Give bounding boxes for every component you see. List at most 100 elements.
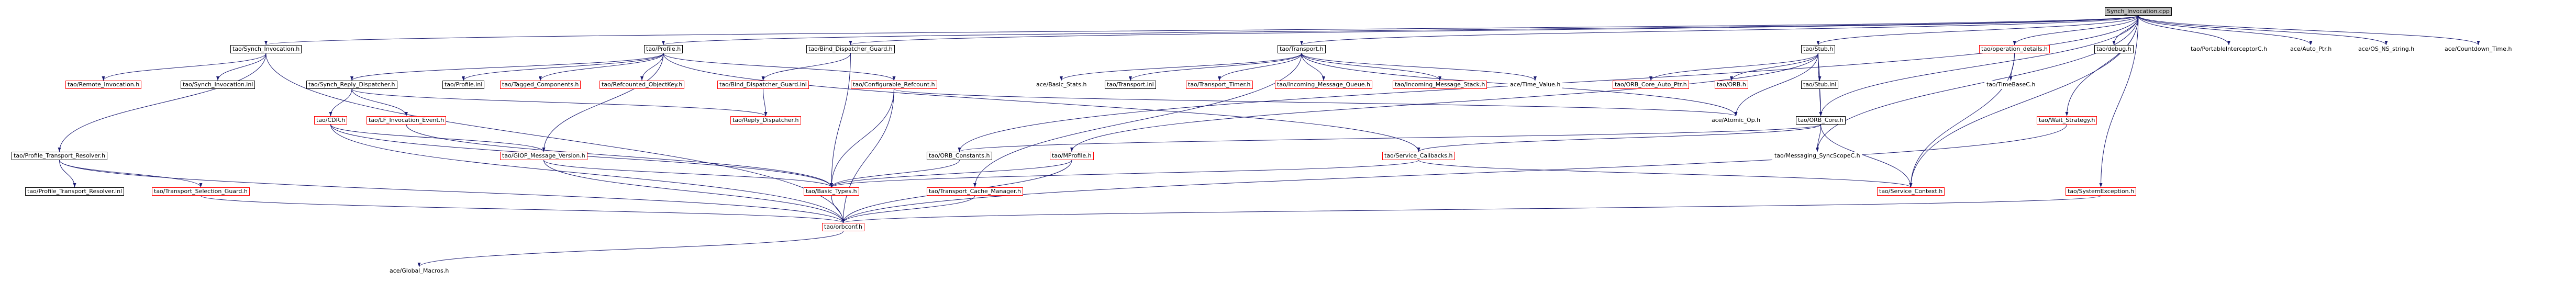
edge-n39-n44	[830, 160, 1072, 188]
node-cdr-h[interactable]: tao/CDR.h	[314, 116, 348, 125]
edge-n34-n40	[1417, 124, 1821, 152]
node-orb-core-h[interactable]: tao/ORB_Core.h	[1796, 116, 1846, 125]
node-transport-timer-h[interactable]: tao/Transport_Timer.h	[1186, 81, 1253, 89]
node-transport-cache-manager-h[interactable]: tao/Transport_Cache_Manager.h	[927, 187, 1023, 196]
edge-n1-n13	[216, 53, 267, 81]
edge-n36-n42	[59, 160, 76, 188]
edge-n14-n32	[351, 88, 768, 117]
node-bind-dispatcher-guard-h[interactable]: tao/Bind_Dispatcher_Guard.h	[806, 45, 895, 53]
node-os-ns-string-h[interactable]: ace/OS_NS_string.h	[2356, 45, 2417, 53]
node-transport-selection-guard-h[interactable]: tao/Transport_Selection_Guard.h	[152, 187, 250, 196]
edge-n37-n44	[543, 160, 833, 188]
node-basic-stats-h[interactable]: ace/Basic_Stats.h	[1034, 81, 1089, 89]
node-stub-h[interactable]: tao/Stub.h	[1801, 45, 1836, 53]
edge-n5-n26	[1649, 53, 1818, 81]
node-synch-invocation-cpp[interactable]: Synch_Invocation.cpp	[2105, 7, 2172, 16]
node-incoming-message-stack-h[interactable]: tao/Incoming_Message_Stack.h	[1393, 81, 1487, 89]
node-orb-h[interactable]: tao/ORB.h	[1715, 81, 1748, 89]
node-synch-invocation-inl[interactable]: tao/Synch_Invocation.inl	[181, 81, 256, 89]
edge-n3-n19	[761, 53, 851, 81]
edge-n1-n36	[58, 53, 267, 152]
edge-n0-n11	[2138, 15, 2480, 46]
edge-n0-n46	[1909, 15, 2139, 188]
edge-n2-n14	[350, 53, 664, 81]
edge-n4-n20	[1060, 53, 1302, 81]
edge-n18-n33	[894, 88, 1738, 117]
node-systemexception-h[interactable]: tao/SystemException.h	[2066, 187, 2137, 196]
node-configurable-refcount-h[interactable]: tao/Configurable_Refcount.h	[851, 81, 937, 89]
edge-n0-n9	[2138, 15, 2313, 46]
node-operation-details-h[interactable]: tao/operation_details.h	[1979, 45, 2050, 53]
edge-n0-n8	[2138, 15, 2230, 46]
node-profile-transport-resolver-h[interactable]: tao/Profile_Transport_Resolver.h	[12, 152, 108, 160]
edge-n3-n44	[830, 53, 851, 188]
edge-n34-n38	[958, 124, 1821, 152]
node-time-value-h[interactable]: ace/Time_Value.h	[1508, 81, 1563, 89]
node-orbconf-h[interactable]: tao/orbconf.h	[822, 223, 865, 231]
node-bind-dispatcher-guard-inl[interactable]: tao/Bind_Dispatcher_Guard.inl	[717, 81, 809, 89]
edge-n45-n48	[841, 195, 975, 223]
edge-n36-n43	[59, 160, 203, 188]
node-synch-reply-dispatcher-h[interactable]: tao/Synch_Reply_Dispatcher.h	[306, 81, 397, 89]
node-orb-constants-h[interactable]: tao/ORB_Constants.h	[927, 152, 992, 160]
node-stub-inl[interactable]: tao/Stub.inl	[1801, 81, 1839, 89]
edge-n2-n17	[640, 53, 664, 81]
edge-n0-n47	[2099, 15, 2139, 188]
edge-n35-n48	[841, 124, 2067, 223]
edge-n2-n18	[663, 53, 896, 81]
node-profile-h[interactable]: tao/Profile.h	[644, 45, 683, 53]
edge-n4-n21	[1129, 53, 1302, 81]
edge-n34-n41	[1816, 124, 1821, 152]
edge-n2-n40	[663, 53, 1420, 152]
edge-n43-n48	[201, 195, 845, 223]
edge-n5-n33	[1734, 53, 1818, 117]
node-refcounted-objectkey-h[interactable]: tao/Refcounted_ObjectKey.h	[599, 81, 685, 89]
edge-n0-n3	[849, 15, 2139, 46]
node-profile-inl[interactable]: tao/Profile.inl	[442, 81, 485, 89]
node-incoming-message-queue-h[interactable]: tao/Incoming_Message_Queue.h	[1275, 81, 1373, 89]
edge-n19-n32	[763, 88, 768, 117]
node-messaging-syncscopec-h[interactable]: tao/Messaging_SyncScopeC.h	[1772, 152, 1862, 160]
edge-n1-n12	[102, 53, 267, 81]
node-reply-dispatcher-h[interactable]: tao/Reply_Dispatcher.h	[730, 116, 801, 125]
edge-n0-n5	[1816, 15, 2139, 46]
node-atomic-op-h[interactable]: ace/Atomic_Op.h	[1709, 116, 1763, 125]
edge-n0-n1	[265, 15, 2139, 46]
node-debug-h[interactable]: tao/debug.h	[2094, 45, 2134, 53]
node-orb-core-auto-ptr-h[interactable]: tao/ORB_Core_Auto_Ptr.h	[1613, 81, 1689, 89]
node-wait-strategy-h[interactable]: tao/Wait_Strategy.h	[2037, 116, 2097, 125]
edge-n34-n46	[1820, 124, 1913, 188]
node-global-macros-h[interactable]: ace/Global_Macros.h	[387, 267, 451, 275]
edge-n14-n30	[329, 88, 352, 117]
edge-n4-n23	[1301, 53, 1325, 81]
node-mprofile-h[interactable]: tao/MProfile.h	[1050, 152, 1094, 160]
node-tagged-components-h[interactable]: tao/Tagged_Components.h	[500, 81, 581, 89]
edge-n2-n15	[462, 53, 664, 81]
edge-n0-n4	[1300, 15, 2139, 46]
edge-n31-n44	[406, 124, 833, 188]
node-synch-invocation-h[interactable]: tao/Synch_Invocation.h	[230, 45, 302, 53]
edge-n4-n22	[1218, 53, 1302, 81]
edge-n0-n2	[662, 15, 2139, 46]
node-transport-h[interactable]: tao/Transport.h	[1278, 45, 1326, 53]
node-giop-message-version-h[interactable]: tao/GIOP_Message_Version.h	[500, 152, 587, 160]
edge-n2-n16	[539, 53, 664, 81]
node-transport-inl[interactable]: tao/Transport.inl	[1105, 81, 1156, 89]
edge-n47-n48	[842, 195, 2101, 223]
node-lf-invocation-event-h[interactable]: tao/LF_Invocation_Event.h	[367, 116, 447, 125]
edge-n18-n48	[841, 88, 894, 223]
node-profile-transport-resolver-inl[interactable]: tao/Profile_Transport_Resolver.inl	[25, 187, 125, 196]
edge-n0-n10	[2138, 15, 2388, 46]
node-service-callbacks-h[interactable]: tao/Service_Callbacks.h	[1382, 152, 1455, 160]
node-basic-types-h[interactable]: tao/Basic_Types.h	[804, 187, 859, 196]
edge-n4-n45	[973, 53, 1302, 188]
node-auto-ptr-h[interactable]: ace/Auto_Ptr.h	[2288, 45, 2334, 53]
node-remote-invocation-h[interactable]: tao/Remote_Invocation.h	[65, 81, 142, 89]
edge-n38-n44	[830, 160, 960, 188]
node-service-context-h[interactable]: tao/Service_Context.h	[1877, 187, 1945, 196]
node-countdown-time-h[interactable]: ace/Countdown_Time.h	[2442, 45, 2514, 53]
node-timebasec-h[interactable]: tao/TimeBaseC.h	[1984, 81, 2038, 89]
edge-n40-n44	[830, 160, 1419, 188]
node-portableinterceptorc-h[interactable]: tao/PortableInterceptorC.h	[2189, 45, 2269, 53]
